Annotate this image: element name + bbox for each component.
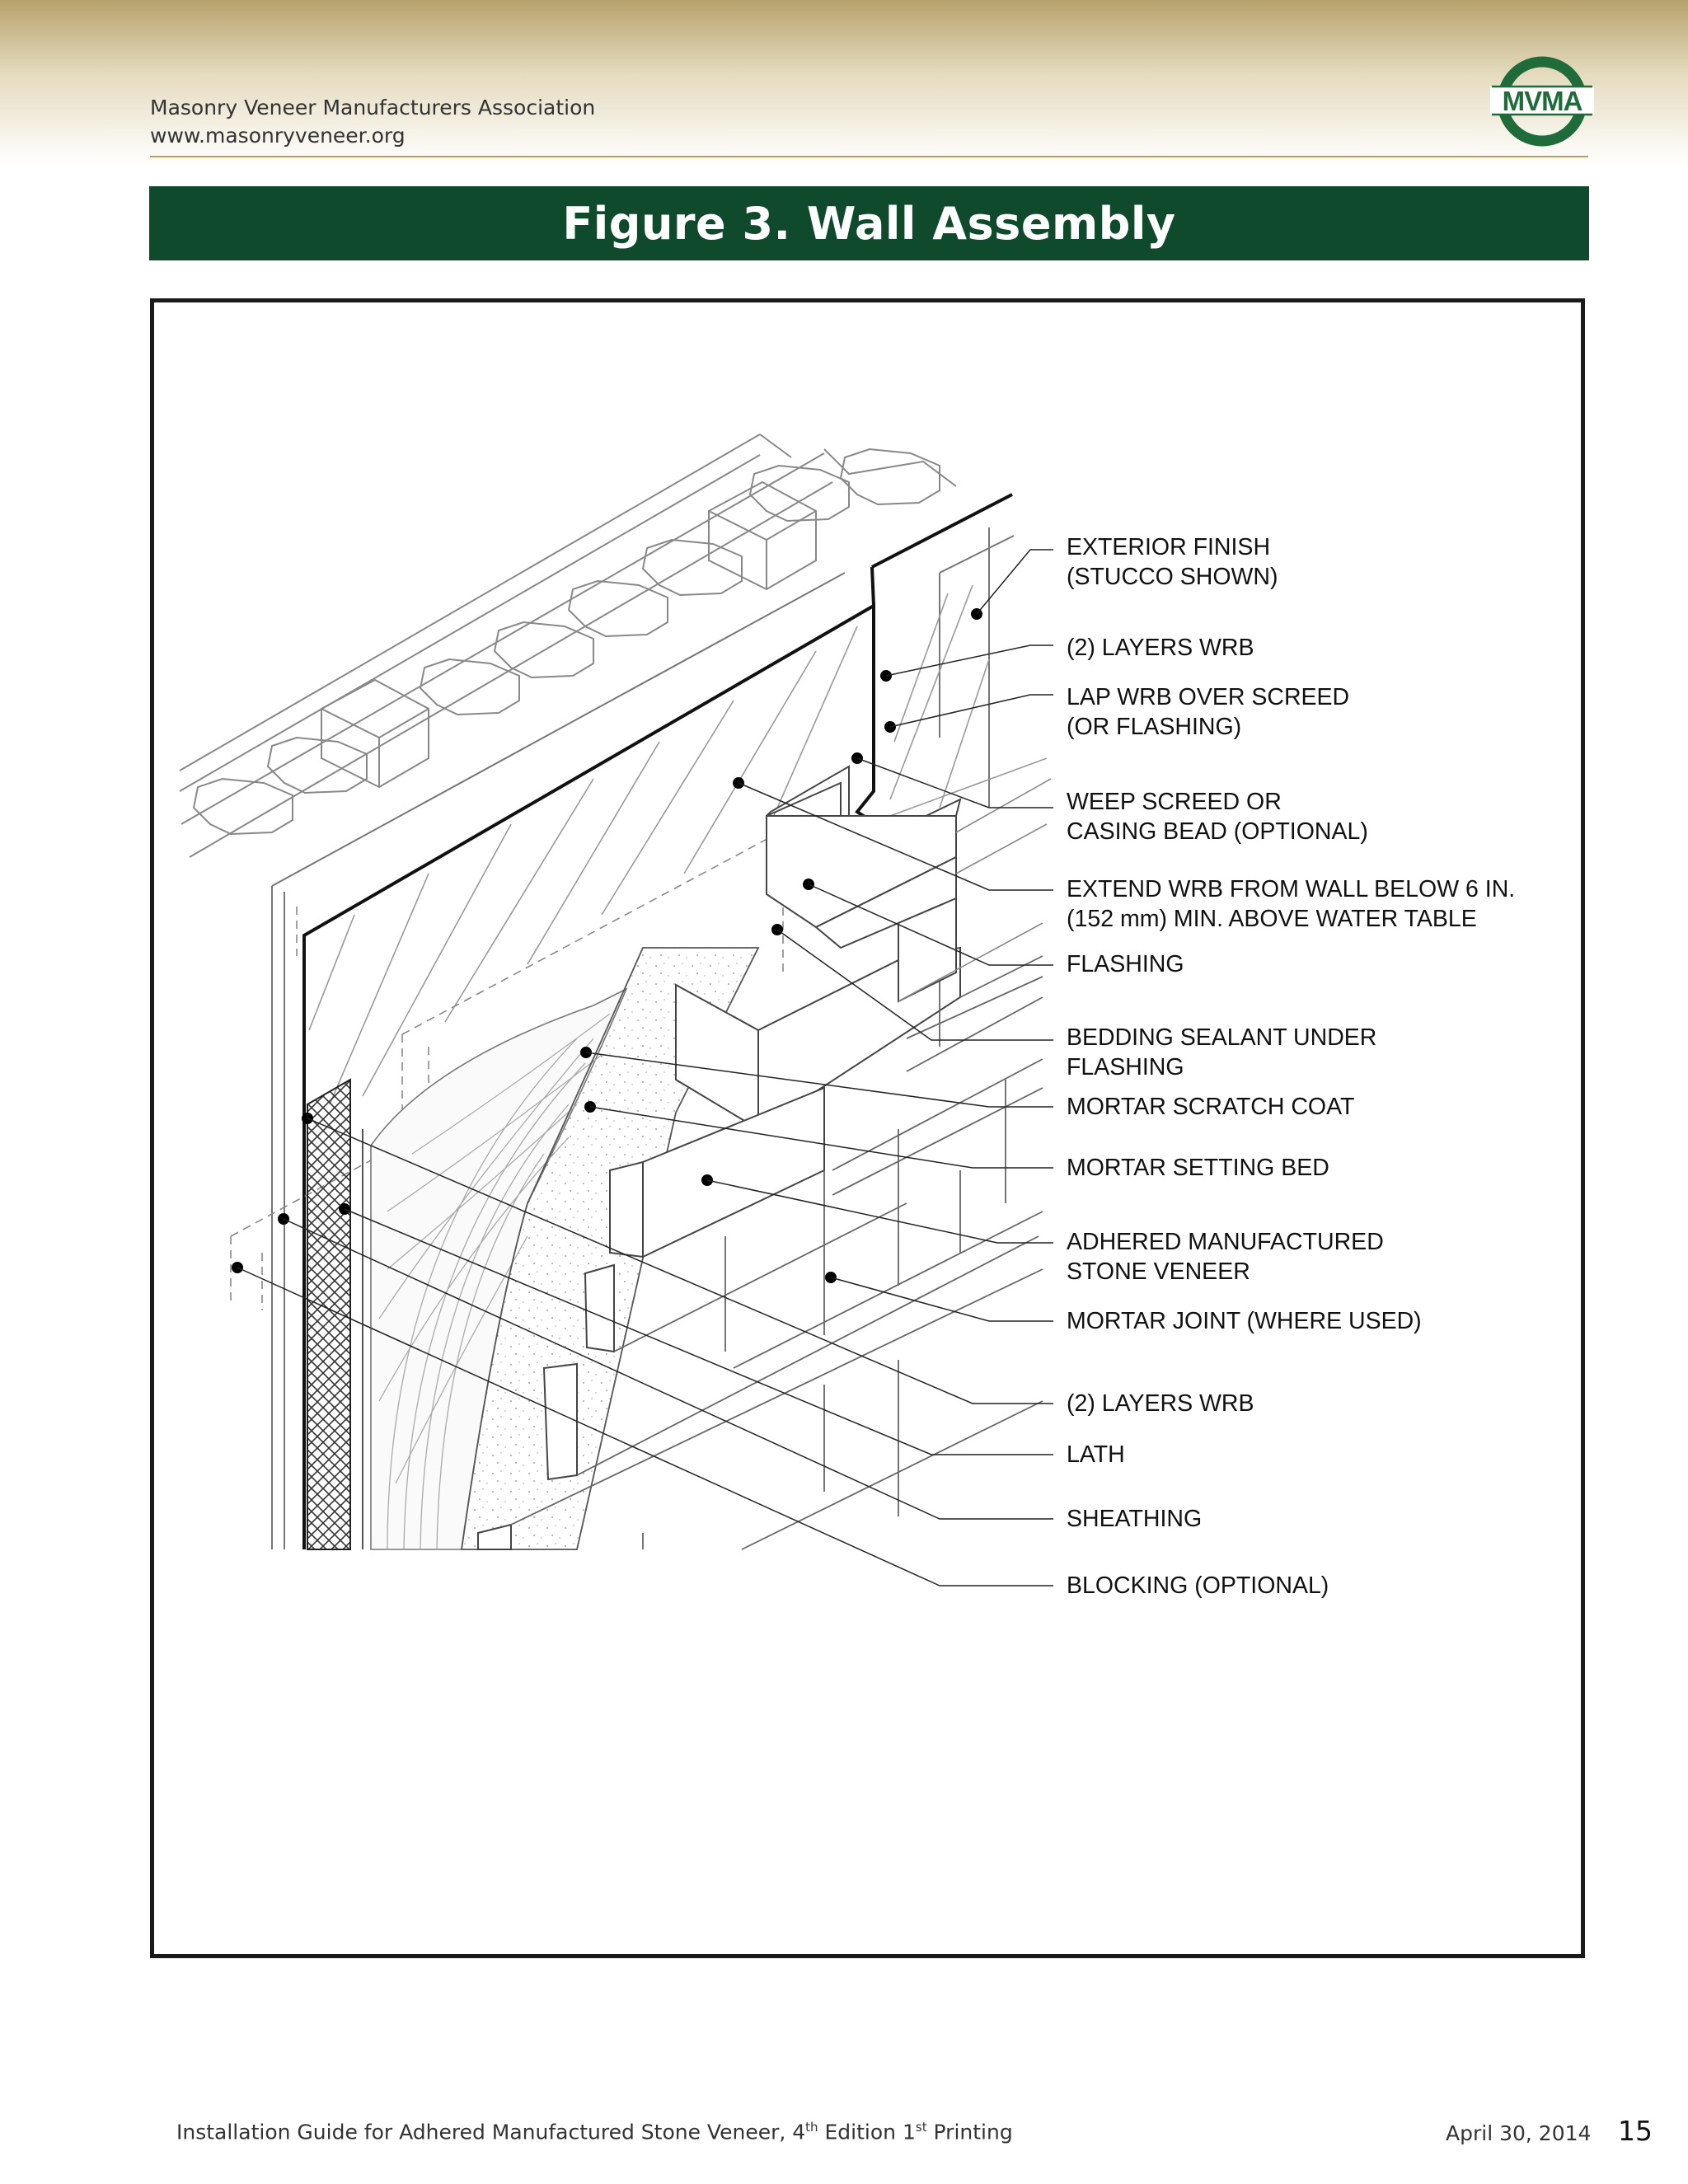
wall-outline	[271, 527, 1015, 1549]
mvma-logo: MVMA	[1490, 56, 1594, 147]
callout-mortar-joint: MORTAR JOINT (WHERE USED)	[1067, 1308, 1422, 1334]
leader-lines	[237, 549, 1053, 1586]
stone-joints	[510, 955, 1043, 1550]
water-table	[898, 778, 1052, 1002]
sheathing-grain	[308, 626, 858, 1105]
logo-text: MVMA	[1503, 86, 1582, 116]
callout-scratch-coat: MORTAR SCRATCH COAT	[1067, 1094, 1355, 1120]
callout-extend-wrb: EXTEND WRB FROM WALL BELOW 6 IN.(152 mm)…	[1067, 876, 1516, 932]
callout-lap-wrb: LAP WRB OVER SCREED(OR FLASHING)	[1067, 684, 1350, 740]
organization-website[interactable]: www.masonryveneer.org	[150, 124, 406, 148]
figure-title-bar: Figure 3. Wall Assembly	[149, 186, 1589, 260]
wrb-line	[302, 493, 1013, 1549]
footer-date: April 30, 2014	[1446, 2121, 1592, 2145]
weep-screed	[766, 765, 962, 1003]
callout-lath: LATH	[1067, 1441, 1125, 1468]
callout-exterior-finish: EXTERIOR FINISH(STUCCO SHOWN)	[1067, 534, 1278, 590]
callout-flashing: FLASHING	[1067, 951, 1184, 977]
page-number: 15	[1618, 2115, 1653, 2147]
footer-guide-title: Installation Guide for Adhered Manufactu…	[176, 2120, 1013, 2144]
organization-header: Masonry Veneer Manufacturers Association…	[150, 94, 595, 150]
header-rule	[150, 156, 1588, 157]
callout-sheathing: SHEATHING	[1067, 1506, 1203, 1532]
header-band	[0, 0, 1688, 165]
block-cores	[192, 448, 957, 836]
lath-band	[307, 1078, 351, 1550]
callout-blocking: BLOCKING (OPTIONAL)	[1067, 1572, 1329, 1599]
diagram-frame	[150, 298, 1585, 1958]
callout-wrb-lower: (2) LAYERS WRB	[1067, 1390, 1254, 1417]
callout-wrb-upper: (2) LAYERS WRB	[1067, 635, 1254, 661]
organization-name: Masonry Veneer Manufacturers Association	[150, 96, 596, 120]
callout-setting-bed: MORTAR SETTING BED	[1067, 1155, 1329, 1181]
stucco-finish	[889, 584, 1048, 817]
figure-title: Figure 3. Wall Assembly	[562, 197, 1176, 250]
